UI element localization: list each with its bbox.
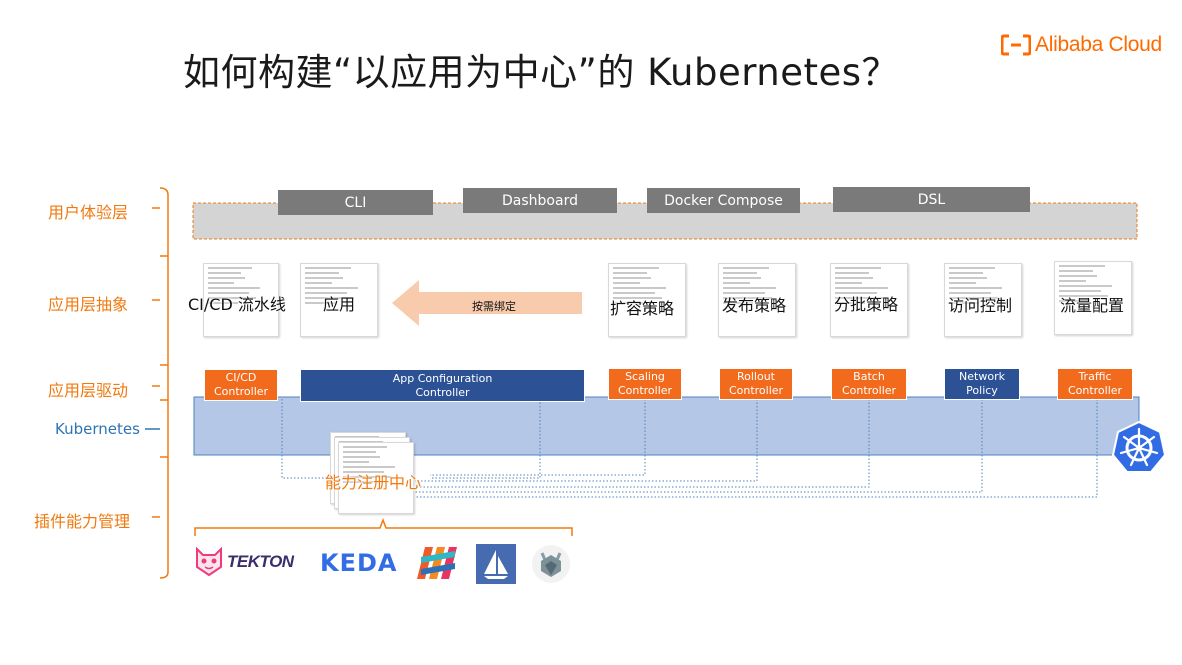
abstraction-traffic: 流量配置 xyxy=(1060,296,1125,315)
abstraction-rollout: 发布策略 xyxy=(722,296,787,315)
controller-appconfig-bottom: Controller xyxy=(415,385,470,399)
kubernetes-logo-icon xyxy=(1111,420,1167,473)
keda-wordmark: KEDA xyxy=(320,549,398,577)
controller-scaling-bottom: Controller xyxy=(617,384,673,397)
abstraction-cicd: CI/CD 流水线 xyxy=(188,295,286,314)
controller-rollout-bottom: Controller xyxy=(728,384,784,397)
registry-doc-card-3 xyxy=(338,442,414,514)
logo-text: Alibaba Cloud xyxy=(1035,33,1162,56)
layer-label-experience: 用户体验层 xyxy=(48,203,129,222)
cli-box: CLI xyxy=(278,190,433,215)
tekton-wordmark: TEKTON xyxy=(227,552,294,571)
kruise-icon xyxy=(417,547,457,579)
docker-compose-box: Docker Compose xyxy=(647,188,800,213)
layer-label-kubernetes: Kubernetes xyxy=(55,420,140,438)
abstraction-app: 应用 xyxy=(323,295,356,314)
controller-batch-top: Batch xyxy=(853,370,885,383)
layer-label-abstraction: 应用层抽象 xyxy=(48,295,129,314)
layer-label-plugins: 插件能力管理 xyxy=(34,512,131,531)
dashboard-box: Dashboard xyxy=(463,188,617,213)
controller-appconfig-top: App Configuration xyxy=(392,371,493,385)
scaling-doc-card xyxy=(608,263,686,337)
registry-label: 能力注册中心 xyxy=(325,473,422,492)
controller-network-bottom: Policy xyxy=(966,384,998,397)
controller-batch-bottom: Controller xyxy=(841,384,897,397)
layer-label-driver: 应用层驱动 xyxy=(48,381,129,400)
controller-traffic-bottom: Controller xyxy=(1067,384,1123,397)
istio-icon xyxy=(476,544,516,584)
controller-cicd-bottom: Controller xyxy=(213,385,269,398)
app-doc-card xyxy=(300,263,378,337)
tekton-logo: TEKTON xyxy=(193,544,298,580)
abstraction-scaling: 扩容策略 xyxy=(610,299,675,318)
controller-traffic-top: Traffic xyxy=(1078,370,1112,383)
alibaba-cloud-logo: Alibaba Cloud xyxy=(1001,31,1162,59)
abstraction-access: 访问控制 xyxy=(948,296,1013,315)
bind-arrow-label: 按需绑定 xyxy=(472,300,516,313)
tekton-cat-icon xyxy=(196,546,222,577)
traffic-doc-card xyxy=(1054,261,1132,335)
dsl-box: DSL xyxy=(833,187,1030,212)
rollout-doc-card xyxy=(718,263,796,337)
alibaba-cloud-mark-icon xyxy=(1001,34,1031,56)
page-title: 如何构建“以应用为中心”的 Kubernetes？ xyxy=(183,51,900,94)
controller-scaling-top: Scaling xyxy=(625,370,665,383)
opa-icon xyxy=(532,545,570,583)
abstraction-batch: 分批策略 xyxy=(834,295,899,314)
controller-network-top: Network xyxy=(959,370,1005,383)
batch-doc-card xyxy=(830,263,908,337)
controller-cicd-top: CI/CD xyxy=(225,371,257,384)
controller-rollout-top: Rollout xyxy=(736,370,775,383)
keda-logo: KEDA xyxy=(320,547,398,579)
access-doc-card xyxy=(944,263,1022,337)
cicd-doc-card xyxy=(203,263,279,337)
